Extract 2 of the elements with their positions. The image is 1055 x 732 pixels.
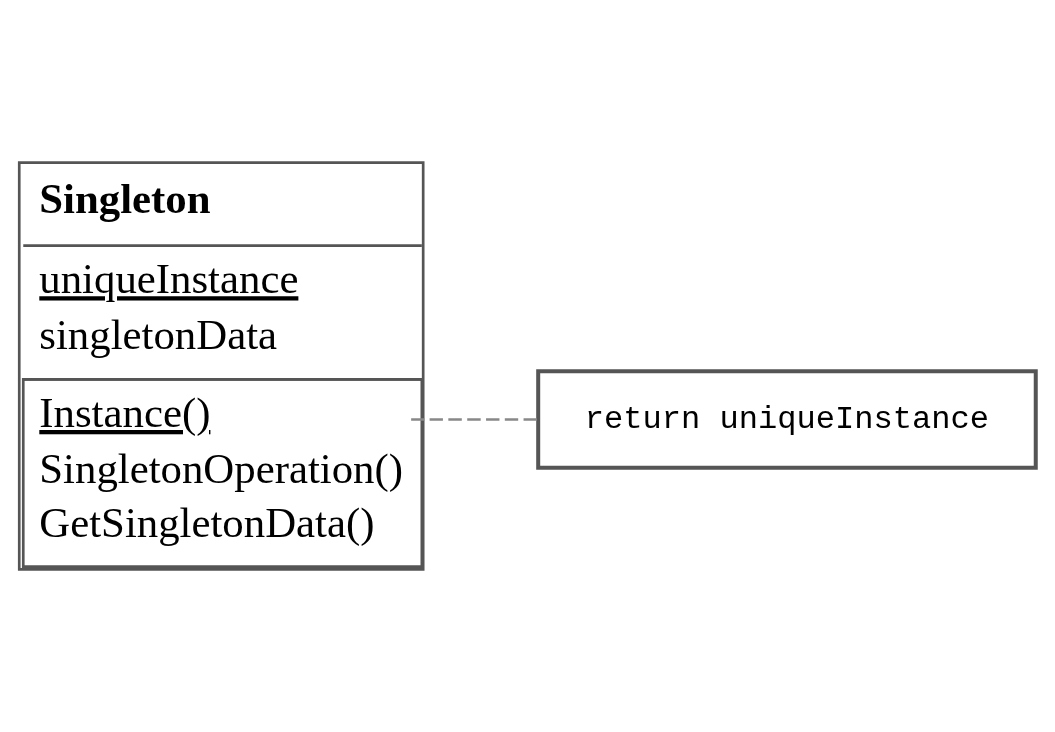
node-box: return uniqueInstance xyxy=(536,369,1038,470)
connector xyxy=(411,418,538,421)
